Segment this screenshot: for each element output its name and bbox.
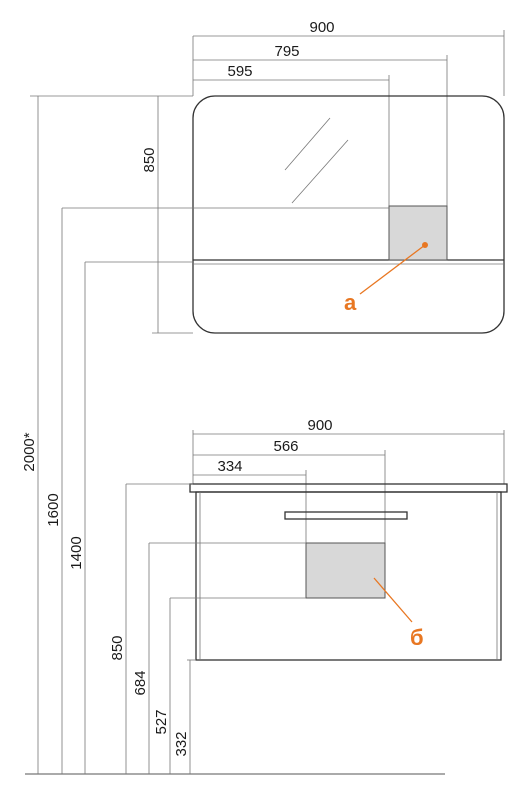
cabinet-callout-b: б	[410, 625, 424, 650]
elevation-1400: 1400	[68, 536, 85, 569]
mirror-width-900: 900	[309, 19, 334, 36]
cabinet-callout-leader	[373, 577, 413, 623]
elevation-1600: 1600	[45, 493, 62, 526]
cabinet-inner-box	[305, 542, 386, 599]
mirror-width-595: 595	[227, 63, 252, 80]
mirror-outline	[192, 95, 505, 334]
elevation-850: 850	[109, 635, 126, 660]
mirror-width-795: 795	[274, 43, 299, 60]
cabinet-width-566: 566	[273, 438, 298, 455]
mirror-height-850: 850	[141, 147, 158, 172]
cabinet-body	[195, 491, 502, 661]
drawer-handle	[284, 511, 408, 520]
mirror-view: 900 795 595 а 850	[30, 19, 505, 334]
mirror-callout-leader	[359, 244, 426, 295]
elevation-527: 527	[153, 709, 170, 734]
elevation-684: 684	[132, 670, 149, 695]
mirror-callout-a: а	[344, 290, 357, 315]
elevation-dimensions: 2000* 1600 1400 850 684 527 332	[21, 96, 445, 775]
cabinet-view: 900 566 334 б	[126, 417, 508, 661]
mirror-shelf-box	[388, 205, 448, 261]
elevation-332: 332	[173, 731, 190, 756]
cabinet-top	[189, 483, 508, 493]
elevation-2000: 2000*	[21, 432, 38, 471]
cabinet-width-900: 900	[307, 417, 332, 434]
cabinet-width-334: 334	[217, 458, 242, 475]
